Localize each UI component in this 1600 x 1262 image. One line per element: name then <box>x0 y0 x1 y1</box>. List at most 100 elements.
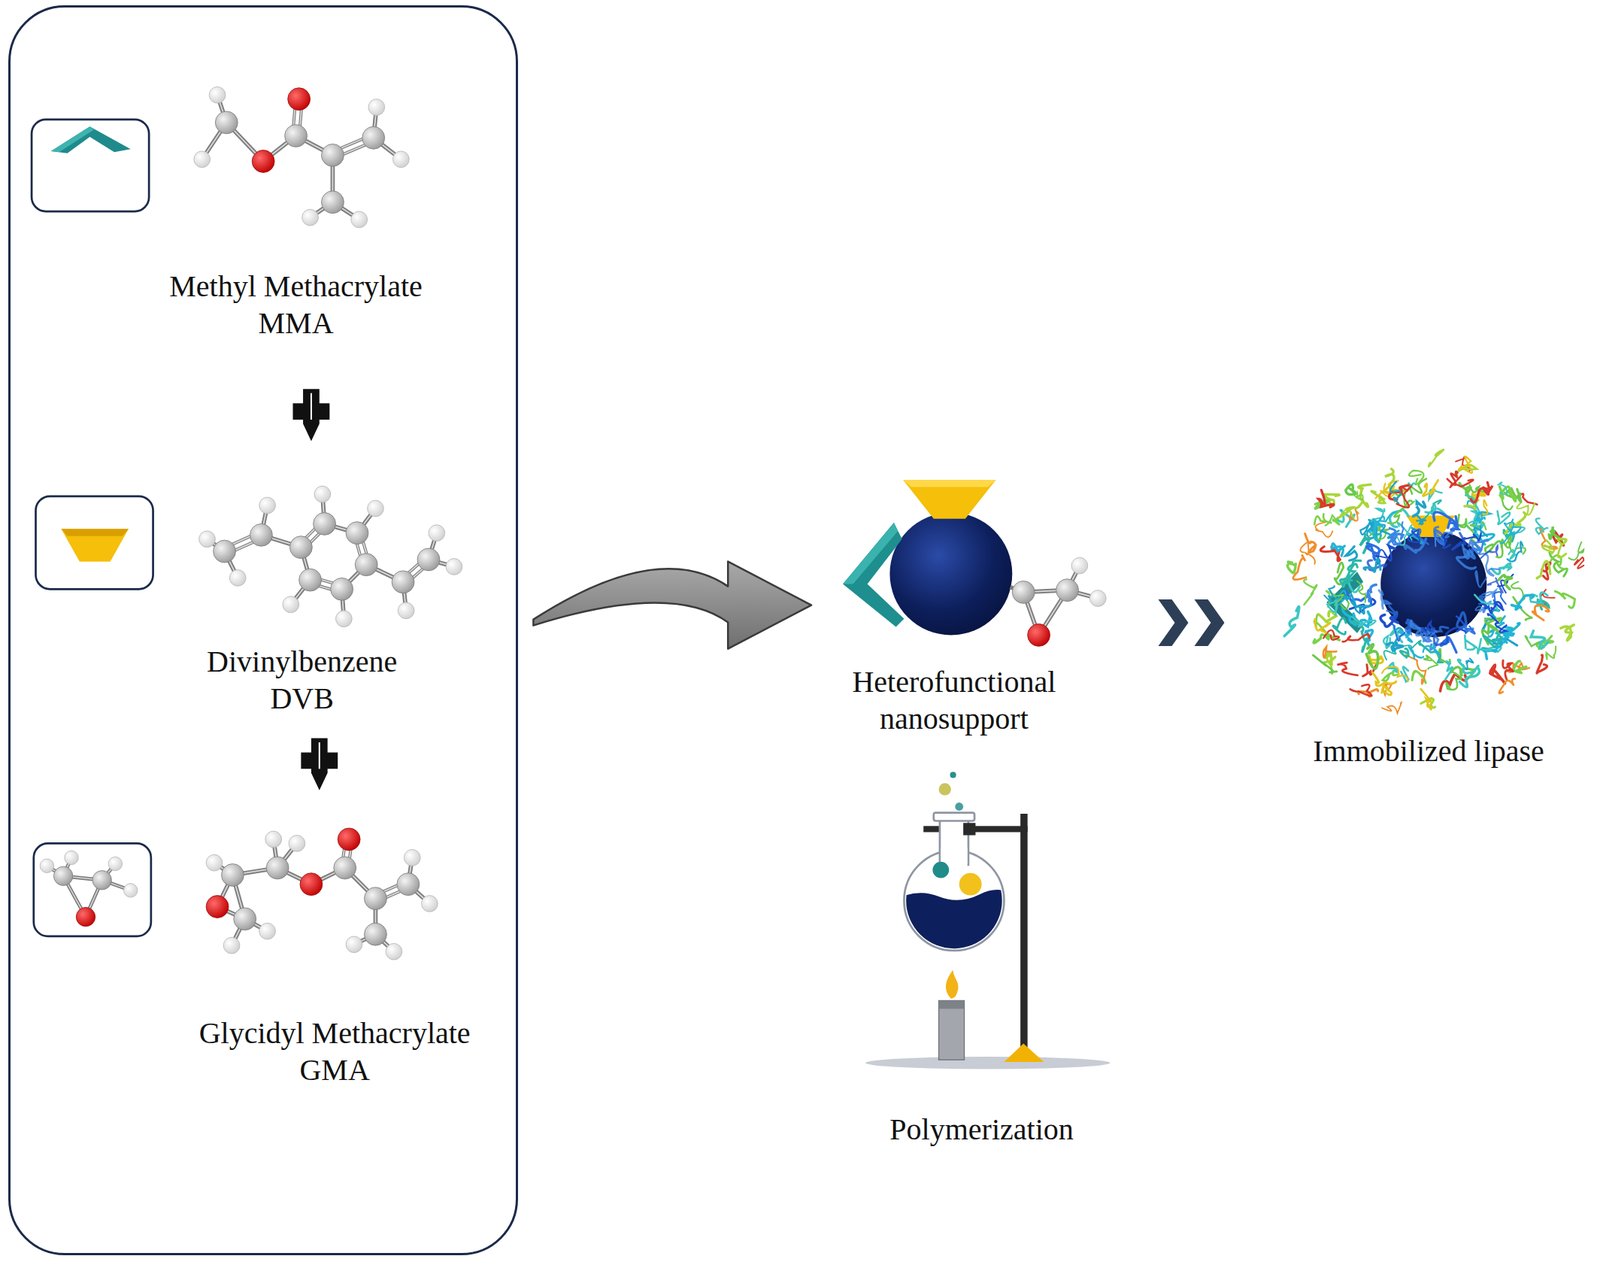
gma-molecule <box>259 922 276 940</box>
dvb-molecule <box>445 558 463 576</box>
dvb-icon <box>60 528 129 537</box>
gma-molecule <box>421 895 439 913</box>
lipase-structure <box>1513 660 1527 673</box>
polymerization-icon <box>1003 1042 1044 1061</box>
lipase-structure <box>1421 688 1432 710</box>
dvb-molecule <box>417 548 440 571</box>
gma-molecule <box>221 863 245 887</box>
lipase-structure <box>1331 543 1345 556</box>
dvb-molecule <box>336 610 353 628</box>
lipase-structure <box>1500 521 1514 543</box>
lipase-structure <box>1350 684 1373 696</box>
lipase-structure <box>1380 530 1487 637</box>
lipase-structure <box>1499 678 1516 693</box>
monomer-name: Glycidyl Methacrylate GMA <box>186 1014 484 1088</box>
polymerization-icon <box>939 1000 965 1009</box>
monomer-icon-boxes <box>31 119 149 212</box>
mma-molecule <box>193 86 410 228</box>
lipase-structure <box>1351 616 1376 628</box>
gma-molecule <box>206 854 223 871</box>
dvb-molecule <box>428 524 446 542</box>
lipase-structure <box>1408 530 1421 543</box>
lipase-structure <box>1484 541 1502 553</box>
mma-molecule <box>351 211 368 228</box>
lipase-structure <box>1536 560 1551 579</box>
lipase-structure <box>1374 512 1396 529</box>
lipase-structure <box>1450 475 1474 488</box>
immobilization-chevron <box>1158 599 1189 646</box>
mma-molecule <box>302 209 319 226</box>
gma-molecule <box>364 922 388 946</box>
nanosupport-particle <box>903 479 997 519</box>
dvb-molecule <box>229 569 246 587</box>
lipase-structure <box>1459 666 1479 688</box>
mma-molecule <box>215 111 238 134</box>
dvb-molecule <box>313 512 337 536</box>
gma-molecule <box>345 936 363 953</box>
mma-molecule <box>193 151 211 168</box>
pen-arrow <box>293 388 331 441</box>
nanosupport-particle <box>842 479 1024 635</box>
immobilization-chevron <box>1158 599 1225 646</box>
lipase-structure <box>1422 479 1438 496</box>
nanosupport-particle <box>842 522 904 627</box>
dvb-molecule <box>299 568 322 591</box>
gma-icon <box>64 850 79 864</box>
gma-molecule <box>385 942 403 960</box>
epoxide-group <box>1012 557 1107 646</box>
lipase-structure <box>1491 601 1504 610</box>
gma-molecule <box>223 936 240 954</box>
lipase-structure <box>1409 470 1424 485</box>
gma-icon <box>75 906 95 926</box>
lipase-structure <box>1363 558 1381 572</box>
nanosupport-node: Heterofunctional nanosupport <box>831 471 1113 743</box>
lipase-structure <box>1421 621 1435 633</box>
lipase-structure <box>1378 590 1391 609</box>
monomer-panel: Methyl Methacrylate MMADivinylbenzene DV… <box>8 5 519 1256</box>
lipase-structure <box>1387 642 1404 651</box>
pen-arrow <box>300 738 338 791</box>
polymerization-icon <box>945 969 959 999</box>
lipase-structure <box>1340 506 1355 519</box>
lipase-structure <box>1345 484 1356 494</box>
lipase-structure <box>1446 671 1462 690</box>
lipase-structure <box>1318 490 1334 508</box>
lipase-structure <box>1409 646 1424 658</box>
lipase-structure <box>1416 515 1426 525</box>
synthesis-arrow <box>533 561 812 649</box>
product-label: Immobilized lipase <box>1293 732 1564 770</box>
lipase-structure <box>1462 530 1482 542</box>
lipase-structure <box>1327 600 1337 615</box>
gma-icon <box>39 858 54 873</box>
dvb-molecule <box>314 485 331 503</box>
lipase-structure <box>1483 635 1502 647</box>
lipase-structure <box>1498 575 1512 590</box>
lipase-structure <box>1474 540 1488 554</box>
lipase-structure <box>1487 577 1503 593</box>
lipase-structure <box>1303 578 1317 605</box>
monomer-name: Methyl Methacrylate MMA <box>157 267 436 342</box>
lipase-structure <box>1373 519 1383 540</box>
lipase-structure <box>1381 666 1409 682</box>
gma-icon <box>39 850 138 927</box>
lipase-structure <box>1557 538 1567 558</box>
lipase-structure <box>1536 654 1548 673</box>
lipase-structure <box>1530 630 1549 649</box>
lipase-structure <box>1366 543 1380 561</box>
dvb-molecule <box>282 596 300 613</box>
lipase-structure <box>1336 662 1358 676</box>
lipase-structure <box>1284 448 1584 713</box>
lipase-structure <box>1428 448 1445 467</box>
lipase-structure <box>1532 605 1549 621</box>
lipase-structure <box>1391 624 1405 642</box>
gma-icon <box>53 866 73 885</box>
lipase-structure <box>1397 522 1413 540</box>
lipase-structure <box>1323 646 1337 658</box>
lipase-structure <box>1457 612 1473 631</box>
lipase-structure <box>1434 527 1445 546</box>
lipase-structure <box>1333 618 1346 635</box>
polymerization-icon <box>1020 813 1028 1059</box>
lipase-structure <box>1342 633 1370 642</box>
lipase-node: Immobilized lipase <box>1270 436 1593 779</box>
